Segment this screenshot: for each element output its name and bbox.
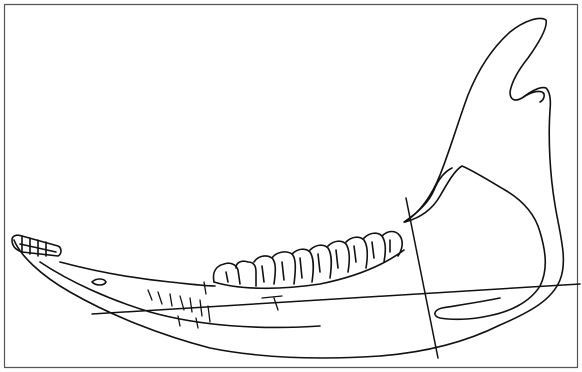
condyle-notch <box>522 91 544 102</box>
body-inner-contour <box>40 262 320 327</box>
mental-foramen <box>92 279 106 285</box>
figure-border <box>5 5 578 368</box>
cheek-teeth <box>213 232 404 289</box>
incisor-teeth <box>12 235 61 256</box>
alveolar-ridge <box>60 262 215 286</box>
reference-line-vertical <box>406 198 438 358</box>
ramus-anterior-border <box>404 168 452 222</box>
reference-line-horizontal <box>92 284 580 314</box>
mandible-outline <box>14 19 563 358</box>
